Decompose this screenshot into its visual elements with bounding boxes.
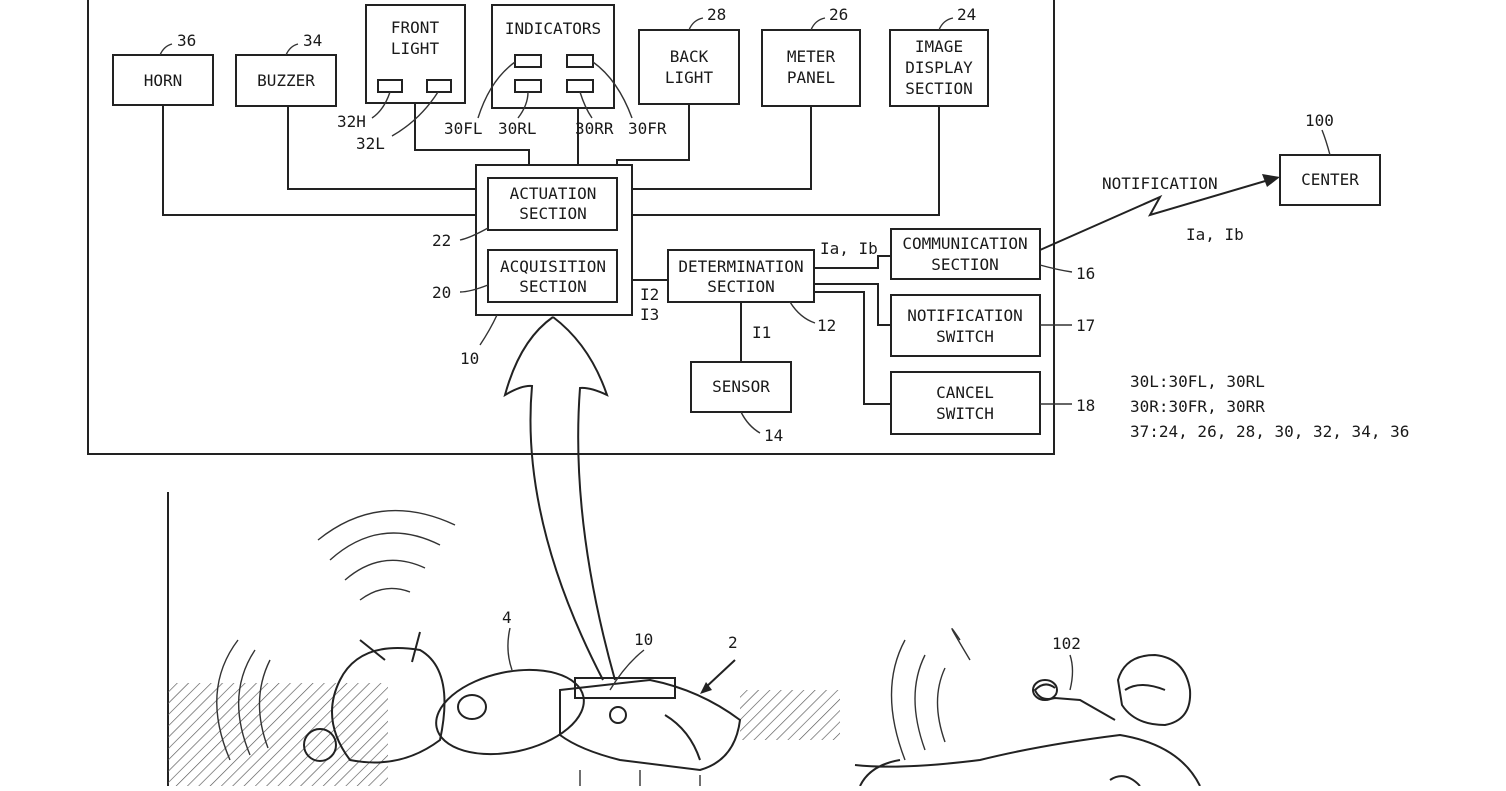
- communication-label-2: SECTION: [931, 255, 998, 274]
- reference-numerals: 36 34 28 26 24 32H 32L 30FL 30RL 30RR 30…: [177, 5, 1334, 445]
- image-display-label-1: IMAGE: [915, 37, 963, 56]
- determination-label-2: SECTION: [707, 277, 774, 296]
- signal-i1: I1: [752, 323, 771, 342]
- determination-label-1: DETERMINATION: [678, 257, 803, 276]
- data-flow-arrow: [503, 316, 616, 681]
- motorcycle-drawing: [303, 631, 742, 786]
- cancel-switch-label-1: CANCEL: [936, 383, 994, 402]
- ref-30rl: 30RL: [498, 119, 537, 138]
- signal-i2: I2: [640, 285, 659, 304]
- notification-label: NOTIFICATION: [1102, 174, 1218, 193]
- ref-20: 20: [432, 283, 451, 302]
- sensor-block: SENSOR: [690, 361, 792, 413]
- ref-30rr: 30RR: [575, 119, 614, 138]
- legend-line-1: 30L:30FL, 30RL: [1130, 372, 1265, 391]
- buzzer-label: BUZZER: [257, 71, 315, 90]
- ref-2: 2: [728, 633, 738, 652]
- lamp-30fr: [566, 54, 594, 68]
- acquisition-label-2: SECTION: [519, 277, 586, 296]
- cancel-switch-label-2: SWITCH: [936, 404, 994, 423]
- indicators-block: INDICATORS: [491, 4, 615, 109]
- radio-waves-left: [216, 639, 271, 761]
- signal-iab-comm: Ia, Ib: [820, 239, 878, 258]
- communication-block: COMMUNICATION SECTION: [890, 228, 1041, 280]
- radio-waves-top: [317, 509, 456, 601]
- communication-label-1: COMMUNICATION: [902, 234, 1027, 253]
- acquisition-label-1: ACQUISITION: [500, 257, 606, 276]
- lamp-32h: [377, 79, 403, 93]
- ref-30fr: 30FR: [628, 119, 667, 138]
- ground-hatch-right: [740, 690, 840, 740]
- back-light-label-2: LIGHT: [665, 68, 714, 87]
- center-label: CENTER: [1301, 170, 1359, 189]
- ground-hatch-left: [168, 683, 388, 786]
- ref-16: 16: [1076, 264, 1095, 283]
- lamp-30rl: [514, 79, 542, 93]
- horn-block: HORN: [112, 54, 214, 106]
- ref-17: 17: [1076, 316, 1095, 335]
- actuation-block: ACTUATION SECTION: [487, 177, 618, 231]
- cancel-switch-block: CANCEL SWITCH: [890, 371, 1041, 435]
- center-block: CENTER: [1279, 154, 1381, 206]
- ref-18: 18: [1076, 396, 1095, 415]
- lamp-32l: [426, 79, 452, 93]
- legend-line-2: 30R:30FR, 30RR: [1130, 397, 1265, 416]
- ref-32l: 32L: [356, 134, 385, 153]
- actuation-label-1: ACTUATION: [510, 184, 597, 203]
- notification-switch-block: NOTIFICATION SWITCH: [890, 294, 1041, 357]
- ref-22: 22: [432, 231, 451, 250]
- actuation-label-2: SECTION: [519, 204, 586, 223]
- buzzer-block: BUZZER: [235, 54, 337, 107]
- ref-4: 4: [502, 608, 512, 627]
- notification-switch-label-1: NOTIFICATION: [907, 306, 1023, 325]
- rider-drawing: [854, 653, 1201, 787]
- meter-panel-label-1: METER: [787, 47, 836, 66]
- front-light-block: FRONT LIGHT: [365, 4, 466, 104]
- signal-labels: I1 I2 I3 Ia, Ib Ia, Ib NOTIFICATION: [640, 174, 1244, 342]
- signal-i3: I3: [640, 305, 659, 324]
- image-display-block: IMAGE DISPLAY SECTION: [889, 29, 989, 107]
- lamp-30fl: [514, 54, 542, 68]
- ref-26: 26: [829, 5, 848, 24]
- ref-10-device: 10: [634, 630, 653, 649]
- acquisition-block: ACQUISITION SECTION: [487, 249, 618, 303]
- image-display-label-3: SECTION: [905, 79, 972, 98]
- front-light-label-2: LIGHT: [391, 39, 440, 58]
- ref-30fl: 30FL: [444, 119, 483, 138]
- ref-28: 28: [707, 5, 726, 24]
- image-display-label-2: DISPLAY: [905, 58, 973, 77]
- ref-100: 100: [1305, 111, 1334, 130]
- lamp-30rr: [566, 79, 594, 93]
- ref-102: 102: [1052, 634, 1081, 653]
- ref-24: 24: [957, 5, 976, 24]
- ref-12: 12: [817, 316, 836, 335]
- signal-iab-center: Ia, Ib: [1186, 225, 1244, 244]
- legend: 30L:30FL, 30RL 30R:30FR, 30RR 37:24, 26,…: [1130, 372, 1409, 441]
- determination-block: DETERMINATION SECTION: [667, 249, 815, 303]
- ref-36: 36: [177, 31, 196, 50]
- back-light-block: BACK LIGHT: [638, 29, 740, 105]
- ref-14: 14: [764, 426, 783, 445]
- ref-34: 34: [303, 31, 322, 50]
- sensor-label: SENSOR: [712, 377, 770, 396]
- ref-10-controller: 10: [460, 349, 479, 368]
- legend-line-3: 37:24, 26, 28, 30, 32, 34, 36: [1130, 422, 1409, 441]
- leader-lines: [159, 17, 1331, 434]
- notification-switch-label-2: SWITCH: [936, 327, 994, 346]
- indicators-label: INDICATORS: [505, 19, 601, 38]
- meter-panel-block: METER PANEL: [761, 29, 861, 107]
- ref-32h: 32H: [337, 112, 366, 131]
- front-light-label-1: FRONT: [391, 18, 440, 37]
- accident-scene: 4 10 2 102: [167, 492, 1201, 787]
- meter-panel-label-2: PANEL: [787, 68, 835, 87]
- radio-waves-right: [890, 628, 971, 761]
- horn-label: HORN: [144, 71, 183, 90]
- back-light-label-1: BACK: [670, 47, 709, 66]
